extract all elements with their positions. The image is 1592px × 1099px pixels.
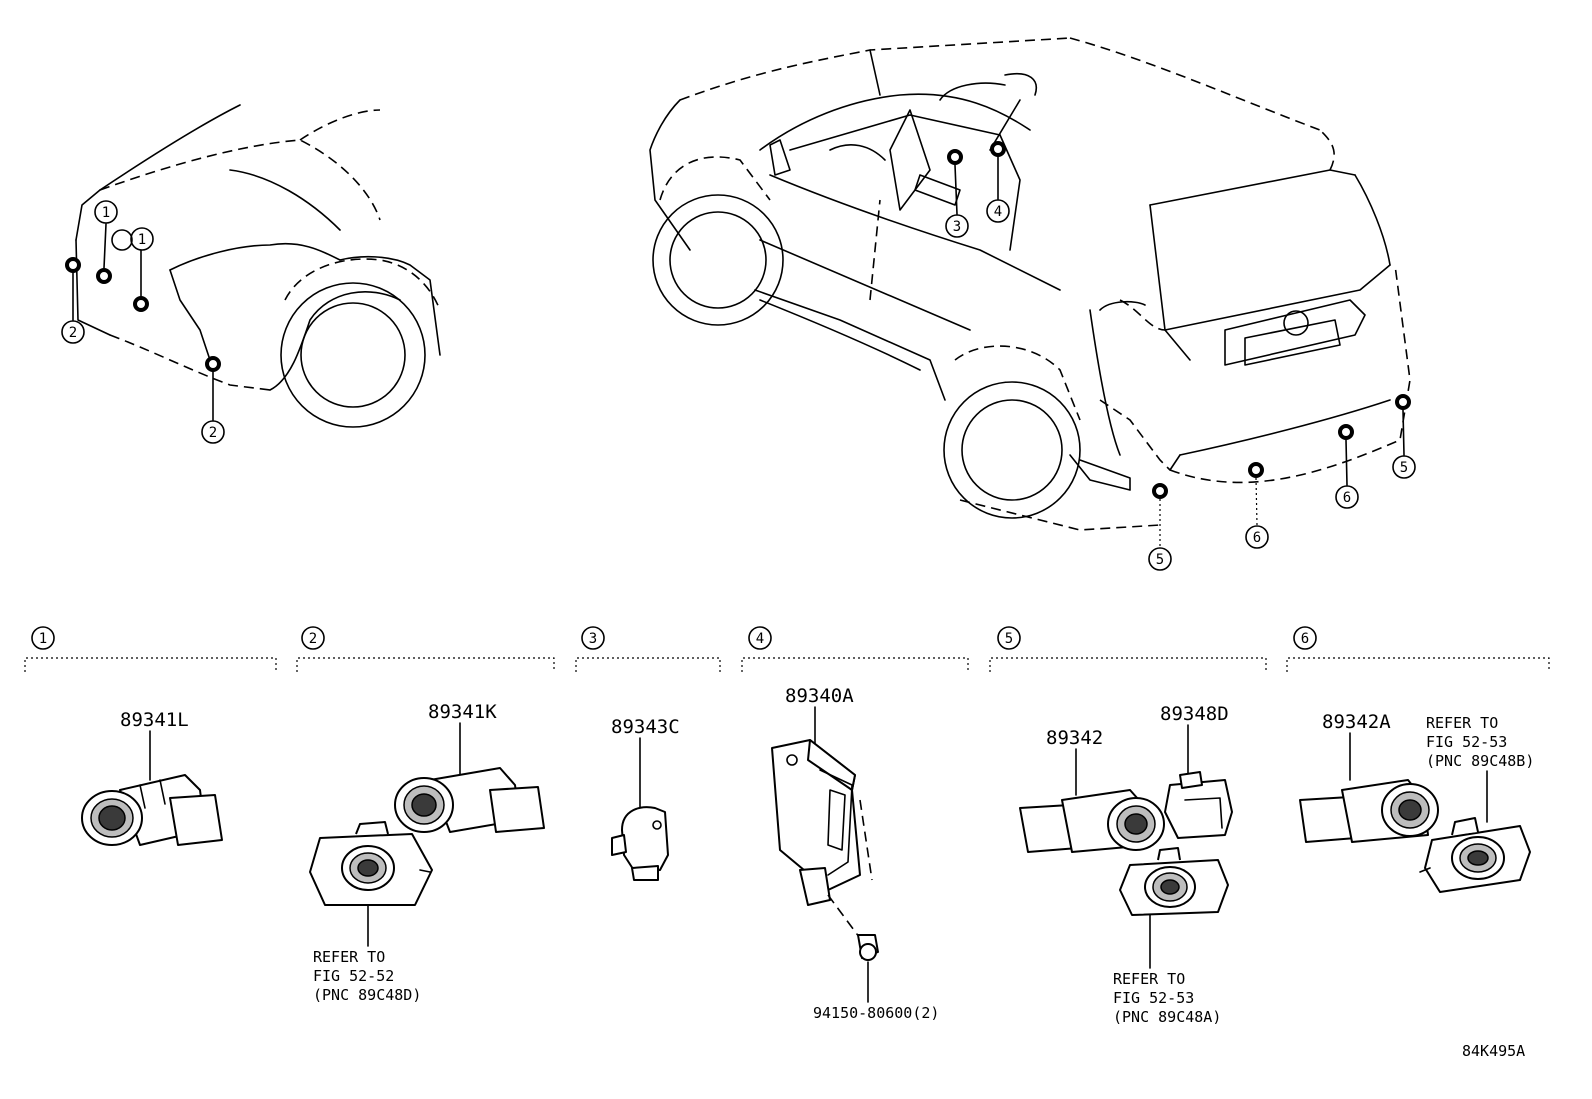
section-5-number: 5 — [1005, 631, 1013, 647]
refer-note-2-line2: FIG 52-52 — [313, 967, 394, 985]
callout-4-label: 4 — [994, 204, 1002, 220]
ultrasonic-sensor-5 — [1019, 789, 1165, 853]
refer-note-6-line1: REFER TO — [1426, 714, 1498, 732]
section-2-number: 2 — [309, 631, 317, 647]
ultrasonic-sensor-2 — [394, 767, 545, 833]
callout-1a-label: 1 — [102, 205, 110, 221]
refer-note-2-line1: REFER TO — [313, 948, 385, 966]
part-number-89342: 89342 — [1046, 727, 1103, 749]
callout-1b-label: 1 — [138, 232, 146, 248]
section-2-parts: 89341K REFER TO FIG 52-52 (PNC 89C48D) — [309, 701, 545, 1004]
callout-6b-label: 6 — [1343, 490, 1351, 506]
callout-6a-label: 6 — [1253, 530, 1261, 546]
section-4-parts: 89340A 94150-80600(2) — [771, 685, 939, 1022]
ultrasonic-sensor-1 — [81, 774, 223, 846]
refer-note-5-line2: FIG 52-53 — [1113, 989, 1194, 1007]
refer-note-5-line1: REFER TO — [1113, 970, 1185, 988]
bolt — [857, 934, 879, 961]
section-headers: 1 2 3 4 5 6 — [24, 626, 1550, 672]
callout-3-label: 3 — [953, 219, 961, 235]
part-number-89343C: 89343C — [611, 716, 680, 738]
figure-code: 84K495A — [1462, 1042, 1525, 1060]
part-number-89348D: 89348D — [1160, 703, 1229, 725]
sensor-retainer-5 — [1119, 847, 1229, 916]
callout-5b-label: 5 — [1400, 460, 1408, 476]
section-1-parts: 89341L — [81, 709, 223, 846]
section-3-number: 3 — [589, 631, 597, 647]
ultrasonic-sensor-6 — [1299, 779, 1439, 843]
refer-note-6-line2: FIG 52-53 — [1426, 733, 1507, 751]
part-number-89341K: 89341K — [428, 701, 497, 723]
part-number-89341L: 89341L — [120, 709, 189, 731]
callout-5a-label: 5 — [1156, 552, 1164, 568]
control-module — [771, 739, 861, 906]
section-6-parts: 89342A REFER TO FIG 52-53 (PNC 89C48B) — [1299, 711, 1534, 893]
callout-2a-label: 2 — [69, 325, 77, 341]
sensor-callouts: 1 1 2 2 3 4 5 6 — [61, 141, 1416, 571]
sensor-retainer-6 — [1419, 817, 1531, 893]
section-6-number: 6 — [1301, 631, 1309, 647]
callout-2b-label: 2 — [209, 425, 217, 441]
refer-note-2-line3: (PNC 89C48D) — [313, 986, 421, 1004]
rear-vehicle-view — [649, 37, 1411, 531]
bolt-part-number: 94150-80600(2) — [813, 1004, 939, 1022]
sensor-83343C-unit — [611, 806, 669, 881]
sensor-retainer-2 — [309, 821, 433, 906]
part-number-89342A: 89342A — [1322, 711, 1391, 733]
section-5-parts: 89342 89348D REFER TO FIG 52-53 (PNC 89C… — [1019, 703, 1233, 1026]
section-4-number: 4 — [756, 631, 764, 647]
refer-note-6-line3: (PNC 89C48B) — [1426, 752, 1534, 770]
section-1-number: 1 — [39, 631, 47, 647]
front-vehicle-view — [75, 104, 441, 428]
sensor-holder-5 — [1164, 771, 1233, 839]
part-number-89340A: 89340A — [785, 685, 854, 707]
section-3-parts: 89343C — [611, 716, 680, 881]
refer-note-5-line3: (PNC 89C48A) — [1113, 1008, 1221, 1026]
